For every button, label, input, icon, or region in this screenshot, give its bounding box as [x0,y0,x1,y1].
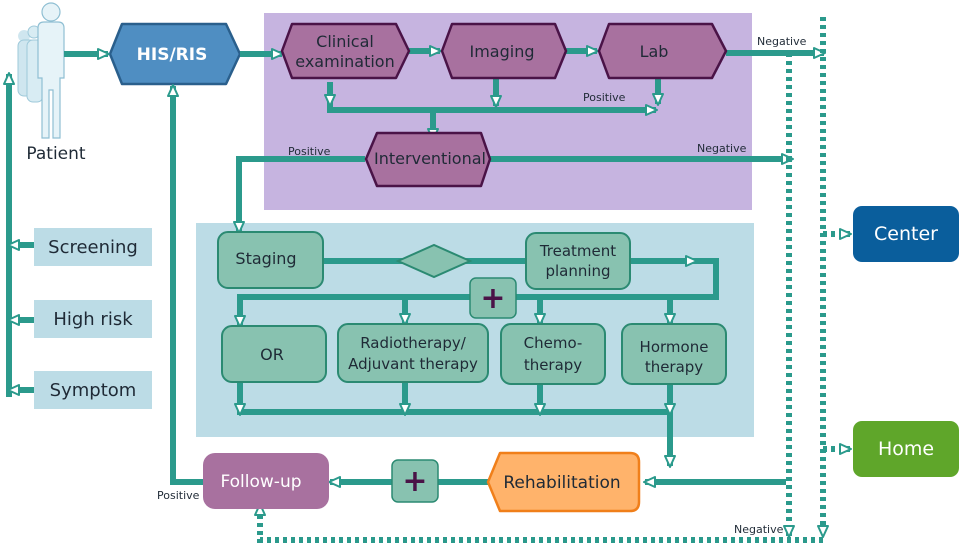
follow-up-negative-label: Negative [734,523,784,536]
negative-interventional-label: Negative [697,142,747,155]
follow-up-positive-label: Positive [157,489,200,502]
treatment-combine-plus: + [469,277,517,319]
or-label: OR [260,345,284,364]
hormone-therapy-node[interactable]: Hormone therapy [621,323,727,385]
follow-up-node[interactable]: Follow-up [203,453,329,509]
center-destination[interactable]: Center [853,206,959,262]
staging-node[interactable]: Staging [217,231,324,289]
aftercare-combine-plus: + [391,459,439,503]
chemo-label-1: Chemo- [524,334,583,352]
clinical-label-2: examination [295,52,394,71]
imaging-label: Imaging [469,42,534,61]
or-node[interactable]: OR [221,325,327,383]
lab-label: Lab [640,42,669,61]
planning-label-1: Treatment [539,242,616,260]
negative-lab-label: Negative [757,35,807,48]
rehabilitation-label: Rehabilitation [503,473,620,493]
chemo-label-2: therapy [524,356,582,374]
treatment-planning-node[interactable]: Treatment planning [525,232,631,290]
entry-screening[interactable]: Screening [34,228,152,266]
positive-lab-label: Positive [583,91,626,104]
his-ris-node[interactable]: HIS/RIS [108,22,242,86]
planning-label-2: planning [545,262,610,280]
rehabilitation-node[interactable]: Rehabilitation [486,451,641,513]
negative-connectors [254,17,852,543]
connectors [2,45,826,488]
his-ris-label: HIS/RIS [137,45,208,65]
follow-up-label: Follow-up [220,472,301,492]
aftercare-plus-label: + [402,464,427,499]
home-destination[interactable]: Home [853,421,959,477]
treatment-plus-label: + [480,281,505,316]
clinical-label-1: Clinical [316,32,374,51]
imaging-node[interactable]: Imaging [440,22,568,80]
staging-label: Staging [235,249,296,268]
interventional-node[interactable]: Interventional [364,131,492,188]
decision-diamond [395,243,473,279]
entry-symptom[interactable]: Symptom [34,371,152,409]
radiotherapy-node[interactable]: Radiotherapy/ Adjuvant therapy [337,323,489,383]
clinical-examination-node[interactable]: Clinical examination [280,22,411,80]
chemotherapy-node[interactable]: Chemo- therapy [500,323,606,385]
hormone-label-1: Hormone [640,338,709,356]
patient-icon [17,2,65,139]
lab-node[interactable]: Lab [597,22,728,80]
patient-label: Patient [26,144,86,164]
hormone-label-2: therapy [645,358,703,376]
interventional-label: Interventional [374,149,486,168]
entry-high-risk[interactable]: High risk [34,300,152,338]
radio-label-2: Adjuvant therapy [348,355,478,373]
radio-label-1: Radiotherapy/ [360,334,467,352]
positive-interventional-label: Positive [288,145,331,158]
